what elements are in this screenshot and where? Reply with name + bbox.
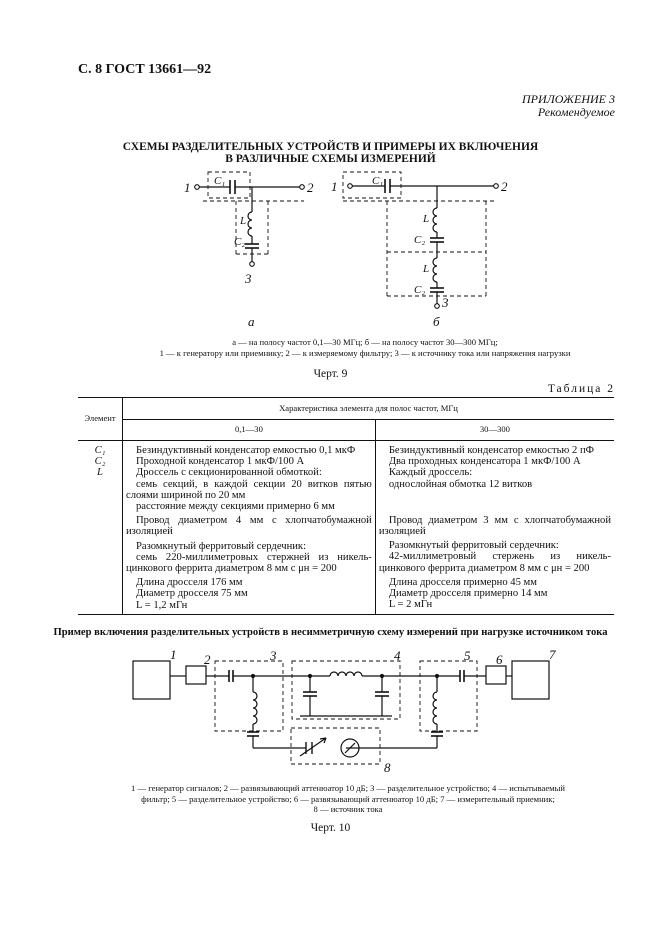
fig9b-port-3: 3 [441,295,449,310]
cell-text: L = 1,2 мГн [136,599,188,611]
cell-text: Диаметр дросселя 75 мм [136,588,248,600]
cell-text: семь 220-миллиметровых стержней из никел… [126,551,372,575]
fig9-caption: а — на полосу частот 0,1—30 МГц; б — на … [70,337,660,359]
fig9a-port-3: 3 [244,271,252,286]
fig9b-l2-label: L [422,263,429,275]
head-element: Элемент [78,397,123,441]
row-element: C₂ [78,456,123,468]
fig9a-port-2: 2 [307,180,314,195]
element-spec-table: Элемент Характеристика элемента для поло… [78,397,614,615]
measuring-receiver-block [511,660,550,700]
fig10-schematic: 1 2 3 4 5 6 7 8 [132,647,556,775]
fig9b-c2-1-label: C₂ [414,234,425,246]
head-band-b: 30—300 [375,419,614,441]
fig9a-c1-label: C₁ [214,175,225,187]
cell-text: L = 2 мГн [388,599,433,611]
attenuator-2-block [485,665,507,685]
fig10-number-4: 4 [394,648,401,663]
fig9-label: Черт. 9 [313,368,348,380]
fig9-schematic: 1 2 C₁ L C₂ 3 а 1 2 C₁ L C₂ L C₂ 3 б [184,171,508,329]
cell-text: Безиндуктивный конденсатор емкостью 0,1 … [136,445,356,456]
fig9a-c2-label: C₂ [234,236,245,248]
fig10-number-5: 5 [464,648,471,663]
page-header: С. 8 ГОСТ 13661—92 [78,62,212,77]
cell-text: Безиндуктивный конденсатор емкостью 2 пФ [388,445,594,456]
table-row: C₁ Безиндуктивный конденсатор емкостью 0… [78,440,614,457]
current-meter-icon [340,738,360,758]
fig10-label: Черт. 10 [310,822,351,834]
cell-text: Разомкнутый ферритовый сердечник: [136,540,307,552]
cell-text: Каждый дроссель: [388,467,473,479]
table-row: C₂ Проходной конденсатор 1 мкФ/100 А Два… [78,456,614,468]
head-band-a: 0,1—30 [122,419,376,441]
appendix-subtitle: Рекомендуемое [537,105,615,119]
row-element: L [78,467,123,615]
fig9a-port-1: 1 [184,180,191,195]
fig10-number-2: 2 [204,652,211,667]
fig9a-label: а [248,314,255,329]
cell-text: 42-миллиметровый стержень из никель-цинк… [378,551,611,574]
cell-text: Дроссель с секционированной обмоткой: [136,467,322,479]
cell-text: Диаметр дросселя примерно 14 мм [388,588,548,600]
cell-text: Проходной конденсатор 1 мкФ/100 А [136,456,305,468]
fig10-number-6: 6 [496,652,503,667]
attenuator-1-block [185,665,207,685]
fig10-number-7: 7 [549,647,556,662]
fig10-number-8: 8 [384,760,391,775]
cell-text: Два проходных конденсатора 1 мкФ/100 А [388,456,581,468]
document-title: СХЕМЫ РАЗДЕЛИТЕЛЬНЫХ УСТРОЙСТВ И ПРИМЕРЫ… [0,141,661,165]
example-title: Пример включения разделительных устройст… [53,627,608,638]
scheme-a [197,171,304,262]
cell-text: Длина дросселя 176 мм [136,577,243,589]
head-characteristic: Характеристика элемента для полос частот… [122,397,614,420]
title-line-2: В РАЗЛИЧНЫЕ СХЕМЫ ИЗМЕРЕНИЙ [225,153,436,165]
scheme-b [342,171,496,304]
fig9b-l1-label: L [422,213,429,225]
cell-text: семь секций, в каждой секции 20 витков п… [126,478,372,501]
fig9b-port-1: 1 [331,179,338,194]
row-element: C₁ [78,440,123,457]
table-row: L Дроссель с секционированной обмоткой: … [78,467,614,615]
cell-text: Длина дросселя примерно 45 мм [388,576,537,588]
cell-text: однослойная обмотка 12 витков [388,478,533,490]
fig10-caption-line-1: 1 — генератор сигналов; 2 — развязывающи… [131,783,565,793]
fig9-caption-line-2: 1 — к генератору или приемнику; 2 — к из… [159,348,571,358]
fig9b-label: б [433,314,440,329]
fig9a-l-label: L [239,215,246,227]
fig10-number-1: 1 [170,647,177,662]
appendix-title: ПРИЛОЖЕНИЕ 3 [522,92,615,106]
fig10-caption-line-3: 8 — источник тока [313,804,383,815]
cell-text: расстояние между секциями примерно 6 мм [136,501,335,513]
fig9b-port-2: 2 [501,179,508,194]
fig9b-c1-label: C₁ [372,175,383,187]
cell-text: Провод диаметром 4 мм с хлопчатобумажной… [126,515,372,538]
fig9b-c2-2-label: C₂ [414,284,425,296]
fig10-caption-line-2: фильтр; 5 — разделительное устройство; 6… [141,793,555,804]
fig10-caption: 1 — генератор сигналов; 2 — развязывающи… [78,783,618,815]
title-line-1: СХЕМЫ РАЗДЕЛИТЕЛЬНЫХ УСТРОЙСТВ И ПРИМЕРЫ… [122,141,539,153]
cell-text: Провод диаметром 3 мм с хлопчатобумажной… [378,514,611,538]
fig10-number-3: 3 [269,648,277,663]
cell-text: Разомкнутый ферритовый сердечник: [388,540,559,552]
appendix-label: ПРИЛОЖЕНИЕ 3 Рекомендуемое [522,93,615,119]
fig9-caption-line-1: а — на полосу частот 0,1—30 МГц; б — на … [232,337,498,347]
table-label: Таблица 2 [547,383,615,395]
signal-generator-block [132,660,171,700]
